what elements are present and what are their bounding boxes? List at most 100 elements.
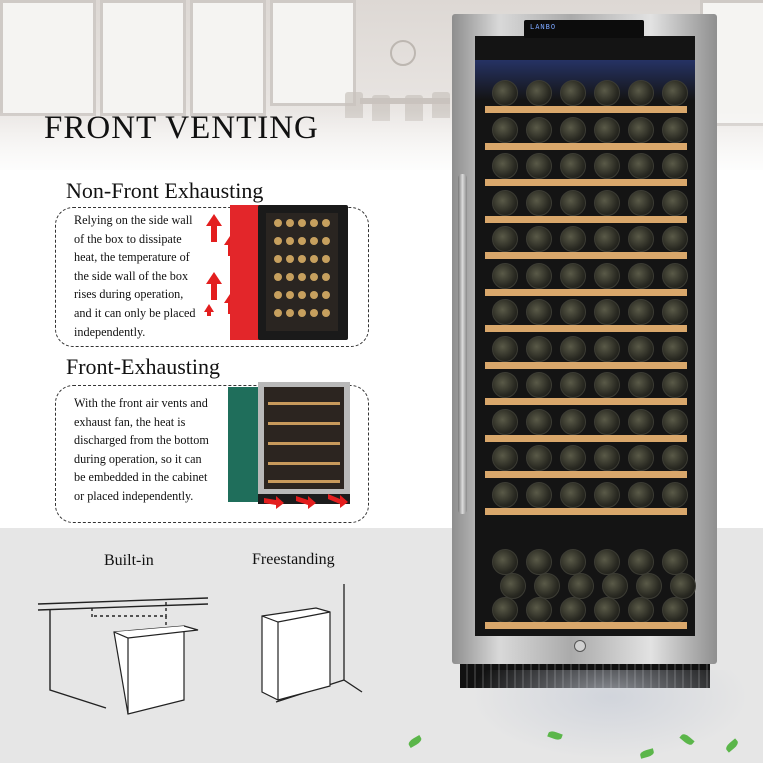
freestanding-label: Freestanding [252, 551, 335, 568]
bottle [492, 226, 518, 252]
hot-side-wall [230, 205, 260, 340]
bottle [662, 299, 688, 325]
bottle [662, 549, 688, 575]
window [270, 0, 356, 106]
text-line: during operation, so it can [74, 451, 202, 466]
wood-shelf [485, 325, 687, 332]
bottle [594, 189, 620, 216]
wood-shelf [485, 142, 687, 150]
bottle [594, 299, 620, 325]
bottle [560, 335, 586, 362]
bottle [628, 116, 654, 143]
bottle [594, 597, 620, 623]
bottle [560, 372, 586, 398]
bottle [628, 597, 654, 623]
bottle [662, 80, 688, 106]
bottle [560, 226, 586, 252]
built-in-diagram [37, 597, 209, 715]
bottle [594, 408, 620, 435]
bottle [526, 299, 552, 325]
bottle [594, 372, 620, 398]
wood-shelf [485, 507, 687, 515]
window [190, 0, 266, 116]
bottle [594, 481, 620, 508]
bottle [594, 153, 620, 179]
brand-text: LANBO [530, 23, 557, 31]
wood-shelf [485, 106, 687, 113]
bottle [628, 481, 654, 508]
bottle [526, 372, 552, 398]
bottle [492, 335, 518, 362]
control-display: LANBO [524, 20, 644, 38]
bottle [594, 80, 620, 106]
text-line: independently. [74, 324, 146, 339]
wood-shelf [485, 288, 687, 296]
bottle [560, 262, 586, 289]
bottle [628, 226, 654, 252]
bottle [526, 481, 552, 508]
bottle [628, 408, 654, 435]
bottle [628, 189, 654, 216]
pendant-lamp [390, 40, 416, 66]
bottle [500, 573, 526, 599]
bottle [492, 408, 518, 435]
text-line: the side wall of the box [74, 268, 189, 283]
text-line: Relying on the side wall [74, 213, 193, 227]
bottle [662, 226, 688, 252]
bottle [560, 80, 586, 106]
bottle [662, 189, 688, 216]
text-line: and it can only be placed [74, 305, 196, 320]
bottle [560, 481, 586, 508]
wood-shelf [485, 398, 687, 405]
page-title: FRONT VENTING [44, 110, 319, 146]
bottle [560, 299, 586, 325]
bottle [492, 481, 518, 508]
non-front-heading: Non-Front Exhausting [66, 178, 264, 203]
bottle [492, 445, 518, 471]
wood-shelf [485, 471, 687, 478]
wood-shelf [485, 179, 687, 186]
window [100, 0, 186, 116]
front-text: With the front air vents and exhaust fan… [74, 394, 209, 506]
bottle [526, 189, 552, 216]
lock-icon [574, 640, 586, 652]
bottle [662, 597, 688, 623]
bottle [560, 189, 586, 216]
wood-shelf [485, 215, 687, 223]
bottle [628, 153, 654, 179]
bottle [526, 226, 552, 252]
text-line: With the front air vents and [74, 396, 208, 410]
bottle [492, 549, 518, 575]
wood-shelf [485, 252, 687, 259]
bottle [560, 116, 586, 143]
bottle [628, 549, 654, 575]
built-in-label: Built-in [104, 552, 154, 569]
green-side-fridge-illustration [228, 382, 350, 508]
text-line: or placed independently. [74, 488, 194, 503]
bottle [662, 481, 688, 508]
bottle [560, 549, 586, 575]
bottle [594, 226, 620, 252]
bottle [526, 116, 552, 143]
bottle [594, 335, 620, 362]
bottle [492, 153, 518, 179]
bottle [662, 372, 688, 398]
wine-cooler-illustration: LANBO [452, 14, 717, 688]
bottle [526, 445, 552, 471]
bottle [662, 116, 688, 143]
bottle [492, 262, 518, 289]
bottle [526, 262, 552, 289]
bottle [560, 597, 586, 623]
wood-shelf [485, 434, 687, 442]
airflow [470, 670, 750, 760]
bottle [568, 573, 594, 599]
bottle [492, 372, 518, 398]
text-line: of the box to dissipate [74, 231, 182, 246]
text-line: heat, the temperature of [74, 250, 190, 265]
bottle [662, 445, 688, 471]
bottle [492, 80, 518, 106]
door-handle [458, 174, 467, 514]
bottle [526, 408, 552, 435]
bottle [526, 153, 552, 179]
